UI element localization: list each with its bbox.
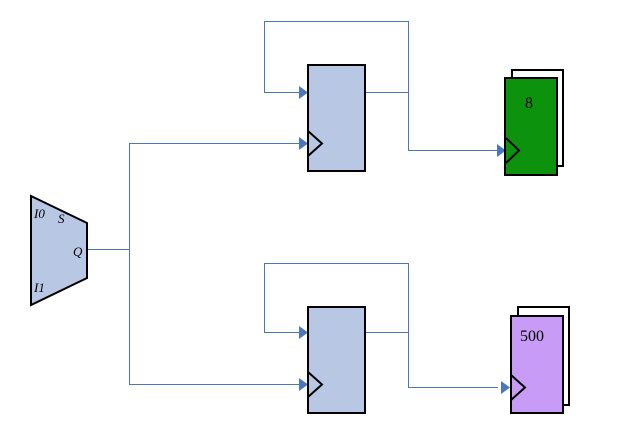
wire-top-register-to-display <box>408 92 498 151</box>
wire-top-register-feedback <box>264 21 409 93</box>
wire-bottom-register-to-display <box>408 332 498 388</box>
wire-split-to-bottom-register-clock <box>129 249 300 385</box>
register-bottom[interactable] <box>307 306 366 414</box>
mux-input-1-label: I1 <box>33 280 45 295</box>
wire-split-to-top-register-clock <box>129 143 300 250</box>
mux-body[interactable] <box>30 194 88 307</box>
display-bottom-value: 500 <box>520 328 544 345</box>
mux-input-0-label: I0 <box>33 206 45 221</box>
arrow-top-display-input <box>497 144 506 157</box>
display-top-value: 8 <box>525 95 533 112</box>
wire-bottom-register-feedback <box>264 263 409 333</box>
arrow-bottom-display-input <box>501 381 510 394</box>
arrow-bottom-register-data <box>299 326 308 339</box>
register-top-body[interactable] <box>307 64 366 172</box>
register-bottom-clock-icon <box>307 371 324 398</box>
wires <box>87 21 510 394</box>
display-bottom[interactable]: 500 <box>510 306 570 414</box>
mux-output-label: Q <box>73 244 83 259</box>
register-top-clock-icon <box>307 130 324 157</box>
arrow-bottom-register-clock <box>299 378 308 391</box>
display-top-clock-icon <box>505 137 521 164</box>
display-top[interactable]: 8 <box>504 69 564 176</box>
arrow-top-register-clock <box>299 137 308 150</box>
register-top[interactable] <box>307 64 366 172</box>
register-bottom-body[interactable] <box>307 306 366 414</box>
display-top-front-card[interactable] <box>504 77 558 176</box>
display-bottom-clock-icon <box>510 374 527 401</box>
multiplexer[interactable]: I0 S Q I1 <box>30 194 88 307</box>
display-bottom-front-card[interactable] <box>510 315 564 414</box>
arrow-top-register-data <box>299 86 308 99</box>
mux-select-label: S <box>58 211 65 226</box>
